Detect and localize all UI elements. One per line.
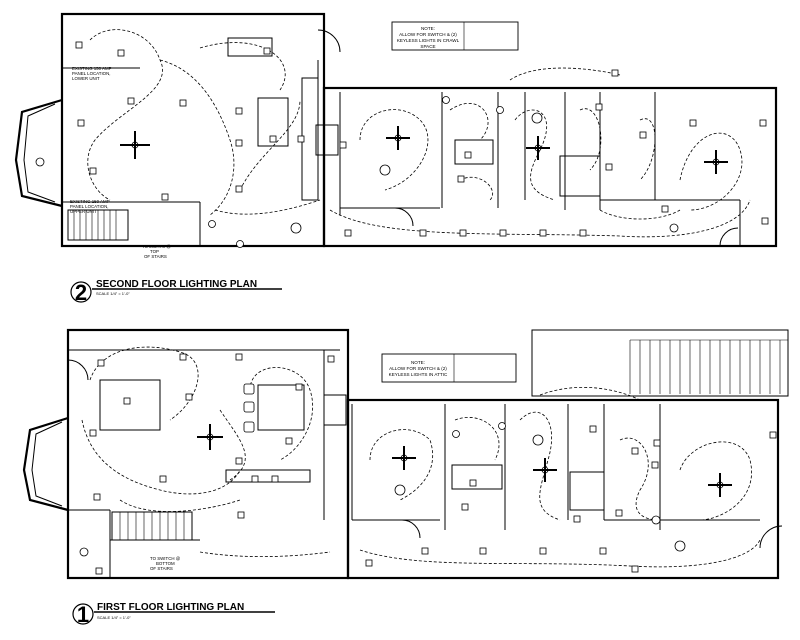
ceiling-fan-icon [386,126,410,150]
recessed-light-icon [35,34,679,248]
stair-label: BOTTOM [156,561,175,566]
stair-label: TOP [150,249,159,254]
ceiling-fan-icon [392,446,416,470]
rear-section-walls [322,86,778,248]
bay-window [14,98,63,208]
ceiling-fan-icon [197,424,223,450]
rear-section-walls [346,398,780,580]
ceiling-fan-icon [526,136,550,160]
rear-deck [531,329,789,397]
stair-label: TO LIGHTS @ [142,244,171,249]
panel-label: PANEL LOCATION, [70,204,108,209]
plan-title: SECOND FLOOR LIGHTING PLAN [96,279,257,290]
second-floor-stairs [67,209,129,241]
plan-number: 2 [75,280,87,305]
note-line: ALLOW FOR SWITCH & (2) [399,32,457,37]
panel-label: PANEL LOCATION, [72,71,110,76]
bar-stool-icon [243,383,255,433]
first-floor-title: 1 FIRST FLOOR LIGHTING PLAN SCALE 1/4" =… [72,602,275,627]
stair-label: TO SWITCH @ [150,556,181,561]
panel-label: EXISTING 150 AMP [72,66,112,71]
plan-title: FIRST FLOOR LIGHTING PLAN [97,602,244,613]
ceiling-fan-icon [704,150,728,174]
ceiling-fan-icon [533,458,557,482]
second-floor-note: NOTE: ALLOW FOR SWITCH & (2) KEYLESS LIG… [391,21,519,51]
bay-window [22,416,69,512]
ceiling-fan-icon [120,131,150,159]
note-line: NOTE: [411,360,425,365]
plan-scale: SCALE 1/4" = 1'-0" [97,615,131,620]
stair-label: OF STAIRS [144,254,167,259]
panel-label: UPPER UNIT [70,209,97,214]
recessed-light-icon [79,366,686,557]
note-line: KEYLESS LIGHTS IN CRAWL [397,38,460,43]
ceiling-fan-icon [708,473,732,497]
note-line: ALLOW FOR SWITCH & (2) [389,366,447,371]
first-floor-stairs [111,511,193,541]
note-line: SPACE [420,44,435,49]
panel-label: EXISTING 150 AMP [70,199,110,204]
second-floor-title: 2 SECOND FLOOR LIGHTING PLAN SCALE 1/4" … [70,279,282,305]
plan-scale: SCALE 1/4" = 1'-0" [96,291,130,296]
plan-number: 1 [77,602,89,627]
stair-label: OF STAIRS [150,566,173,571]
second-floor-plan: NOTE: ALLOW FOR SWITCH & (2) KEYLESS LIG… [14,12,778,305]
front-section-walls [60,12,326,248]
first-floor-plan: NOTE: ALLOW FOR SWITCH & (2) KEYLESS LIG… [22,328,789,627]
note-line: KEYLESS LIGHTS IN ATTIC [389,372,448,377]
light-fixture-icon [75,41,769,237]
light-fixture-icon [89,353,777,575]
note-line: NOTE: [421,26,435,31]
first-floor-note: NOTE: ALLOW FOR SWITCH & (2) KEYLESS LIG… [381,353,517,383]
panel-label: LOWER UNIT [72,76,100,81]
